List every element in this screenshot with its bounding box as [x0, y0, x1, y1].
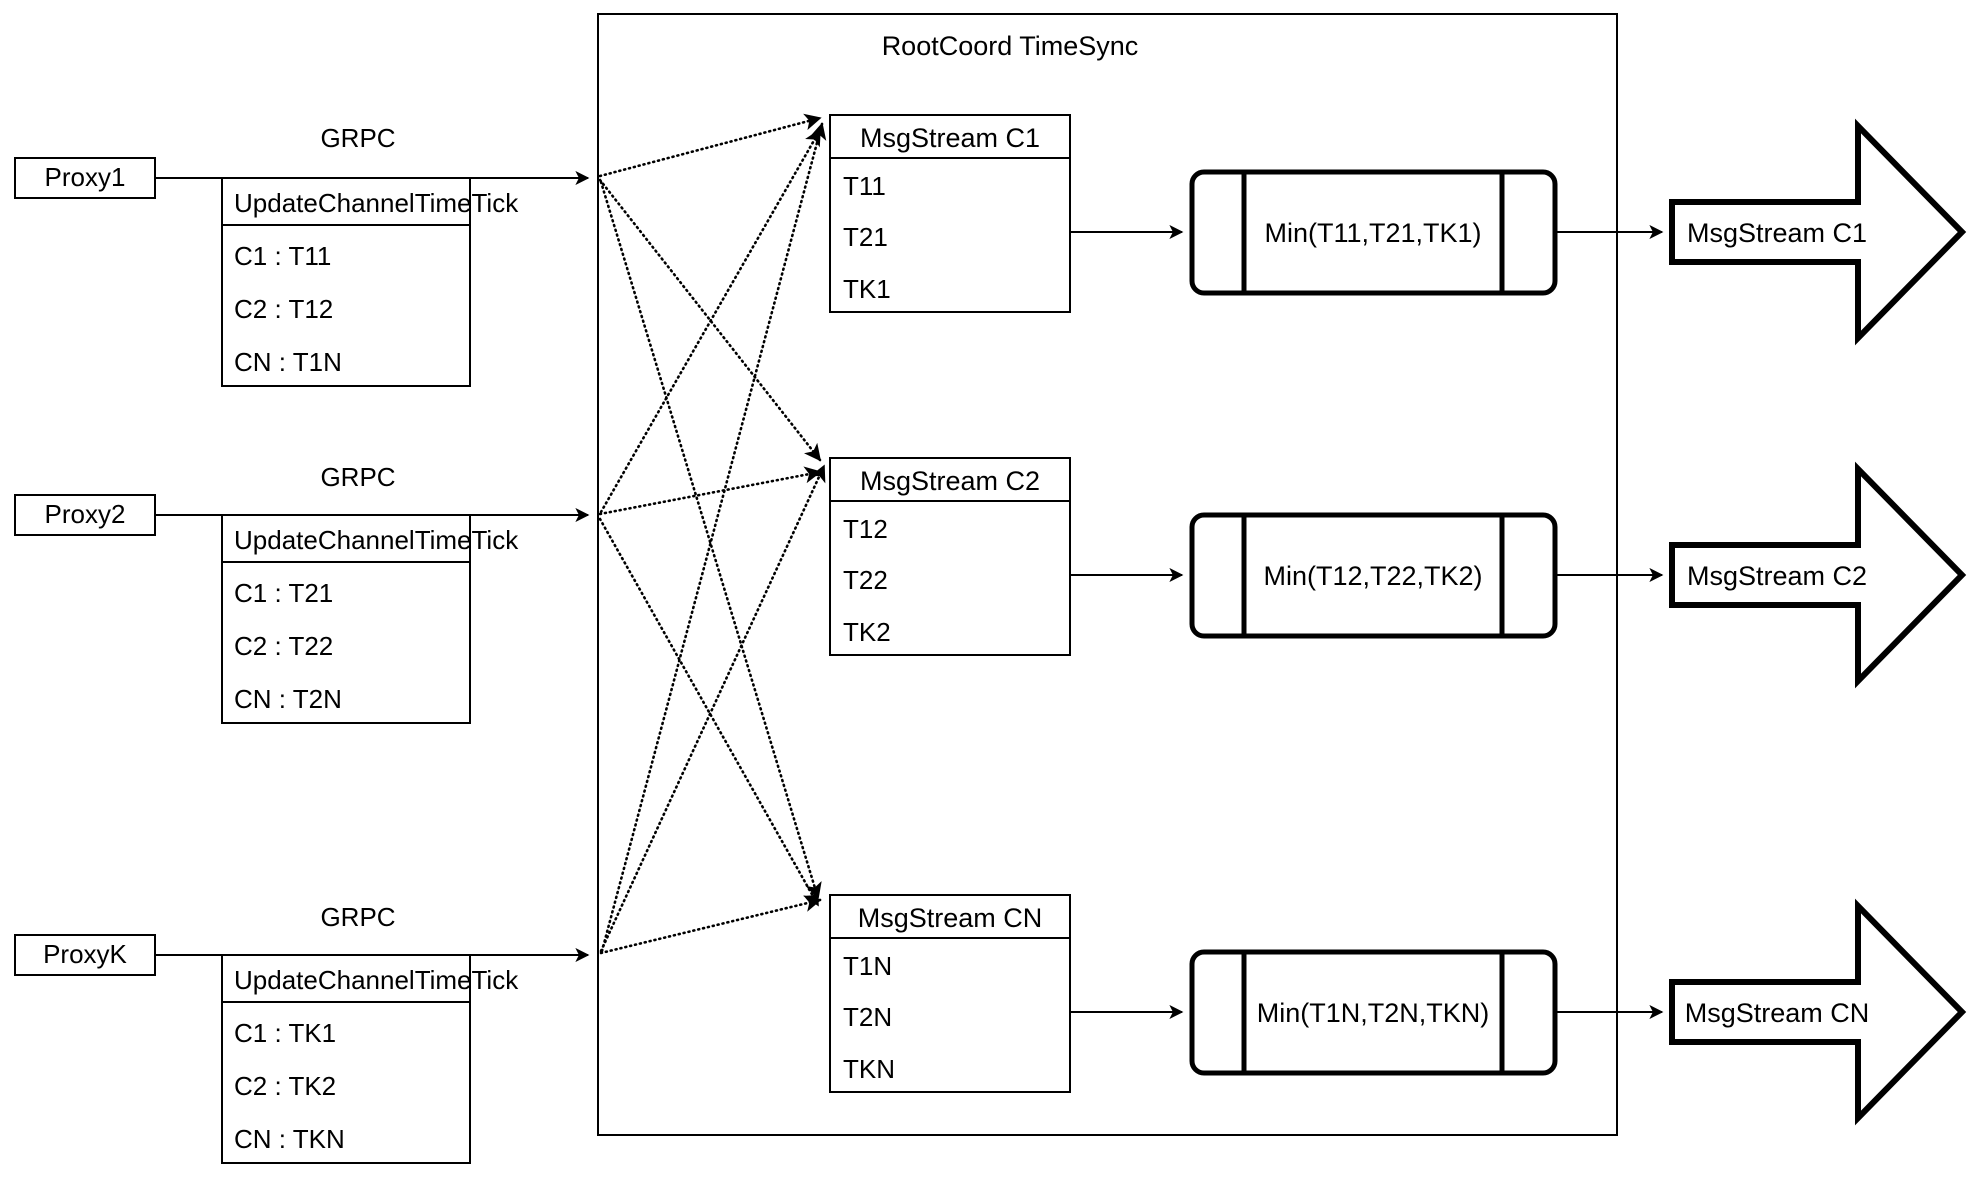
- dotted-link-p2-c2: [598, 466, 822, 516]
- msgstream-entry-3-1: T2N: [843, 1002, 892, 1032]
- rpc-entry-2-0: C1 : T21: [234, 578, 333, 608]
- output-block-arrow-3: [1669, 898, 1967, 1126]
- rpc-card-3: [221, 954, 471, 1164]
- dotted-link-p1-cn: [599, 180, 822, 900]
- rpc-entry-2-2: CN : T2N: [234, 684, 342, 714]
- msgstream-entry-3-2: TKN: [843, 1054, 895, 1084]
- rpc-entry-3-0: C1 : TK1: [234, 1018, 336, 1048]
- output-label-3: MsgStream CN: [1685, 998, 1870, 1028]
- msgstream-title-2: MsgStream C2: [860, 466, 1040, 496]
- rpc-entry-1-1: C2 : T12: [234, 294, 333, 324]
- rpc-title-3: UpdateChannelTimeTick: [234, 965, 519, 995]
- grpc-label-2: GRPC: [320, 462, 395, 492]
- msgstream-entry-2-1: T22: [843, 565, 888, 595]
- rpc-entry-2-1: C2 : T22: [234, 631, 333, 661]
- output-block-arrow-2: [1669, 461, 1967, 689]
- rpc-title-2: UpdateChannelTimeTick: [234, 525, 519, 555]
- msgstream-entry-2-0: T12: [843, 514, 888, 544]
- msgstream-entry-2-2: TK2: [843, 617, 891, 647]
- proxy-box-2[interactable]: [14, 494, 156, 536]
- rpc-entry-1-2: CN : T1N: [234, 347, 342, 377]
- proxy-box-1[interactable]: [14, 157, 156, 199]
- dotted-link-p1-c1: [598, 113, 822, 178]
- dotted-link-p2-cn: [598, 517, 820, 907]
- rpc-title-1: UpdateChannelTimeTick: [234, 188, 519, 218]
- msgstream-title-3: MsgStream CN: [858, 903, 1043, 933]
- container-title: RootCoord TimeSync: [882, 31, 1139, 61]
- output-block-arrow-1: [1669, 118, 1967, 346]
- dotted-link-p2-c1: [599, 128, 822, 514]
- msgstream-card-1: [829, 114, 1071, 313]
- output-label-1: MsgStream C1: [1687, 218, 1867, 248]
- msgstream-card-2: [829, 457, 1071, 656]
- dotted-link-pk-c2: [599, 464, 826, 953]
- msgstream-entry-1-0: T11: [843, 171, 886, 201]
- msgstream-title-1: MsgStream C1: [860, 123, 1040, 153]
- min-label-1: Min(T11,T21,TK1): [1264, 218, 1481, 248]
- proxy-label-3: ProxyK: [43, 939, 127, 969]
- proxy-label-2: Proxy2: [45, 499, 126, 529]
- msgstream-card-3: [829, 894, 1071, 1093]
- msgstream-entry-1-1: T21: [843, 222, 888, 252]
- proxy-label-1: Proxy1: [45, 162, 126, 192]
- rpc-card-2: [221, 514, 471, 724]
- grpc-label-3: GRPC: [320, 902, 395, 932]
- rpc-entry-1-0: C1 : T11: [234, 241, 331, 271]
- min-label-3: Min(T1N,T2N,TKN): [1257, 998, 1490, 1028]
- output-label-2: MsgStream C2: [1687, 561, 1867, 591]
- rpc-entry-3-1: C2 : TK2: [234, 1071, 336, 1101]
- min-label-2: Min(T12,T22,TK2): [1263, 561, 1482, 591]
- dotted-link-p1-c2: [598, 178, 822, 462]
- rpc-entry-3-2: CN : TKN: [234, 1124, 345, 1154]
- rpc-card-1: [221, 177, 471, 387]
- msgstream-entry-3-0: T1N: [843, 951, 892, 981]
- proxy-box-3[interactable]: [14, 934, 156, 976]
- msgstream-entry-1-2: TK1: [843, 274, 891, 304]
- grpc-label-1: GRPC: [320, 123, 395, 153]
